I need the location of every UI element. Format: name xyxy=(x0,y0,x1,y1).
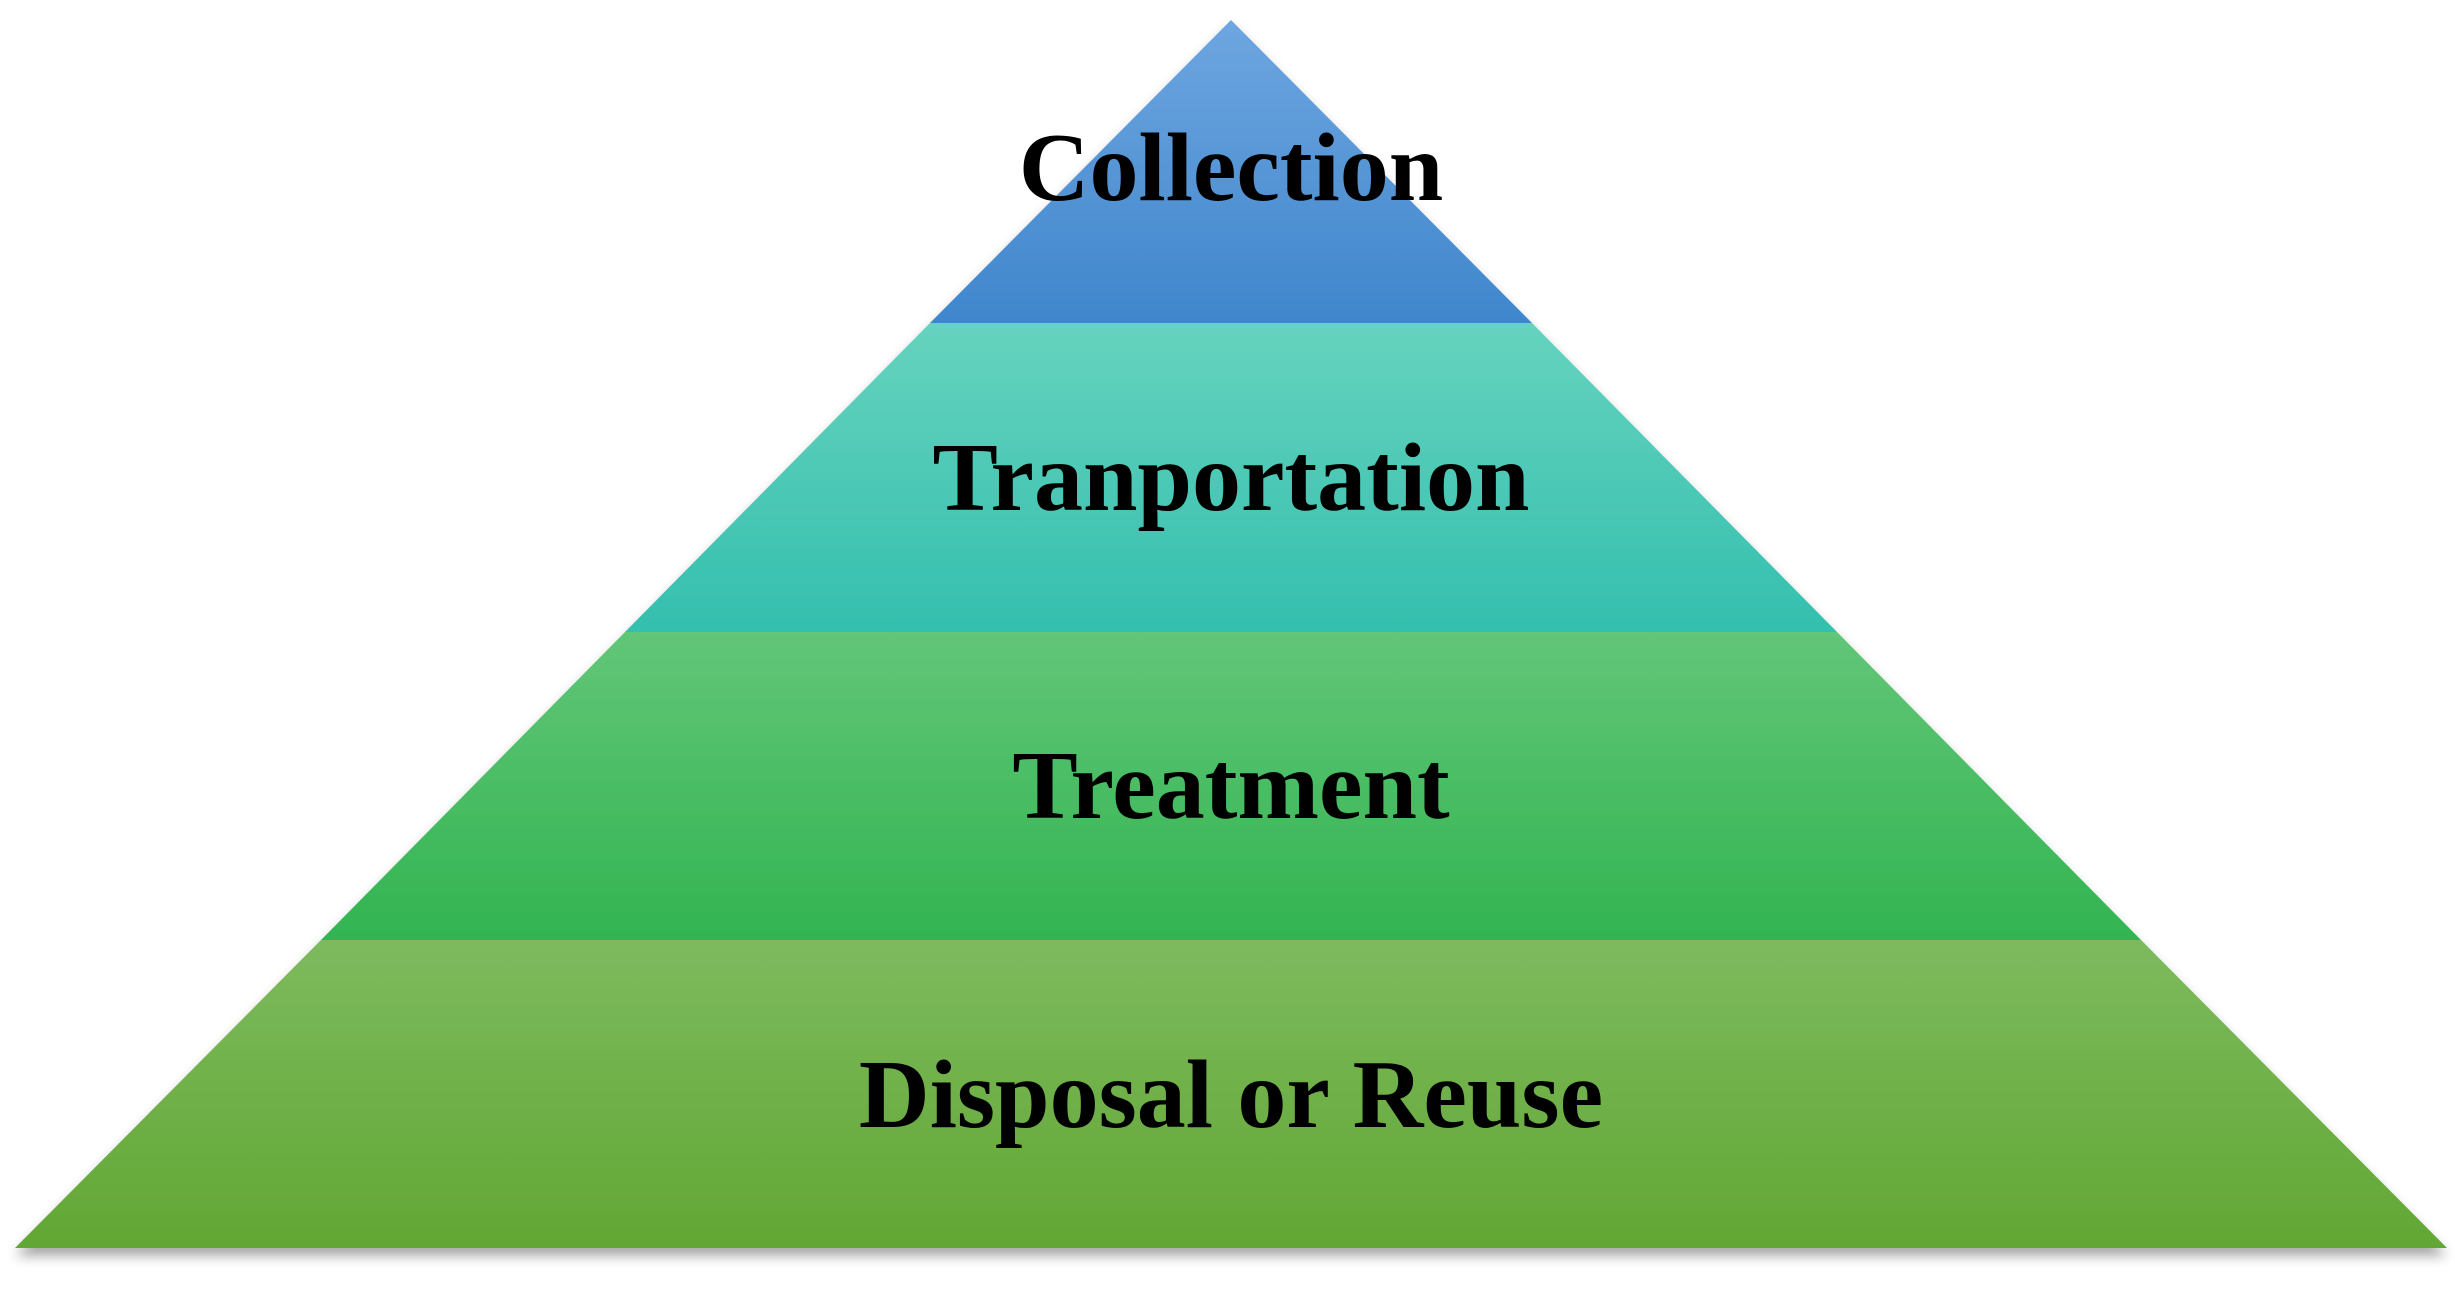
tier-treatment xyxy=(321,632,2141,940)
tier-label-tranportation: Tranportation xyxy=(932,424,1529,532)
tier-tranportation xyxy=(625,323,1837,632)
tier-label-treatment: Treatment xyxy=(1012,732,1450,840)
tier-label-collection: Collection xyxy=(1019,114,1444,222)
tier-collection xyxy=(930,20,1532,323)
tier-disposal-or-reuse xyxy=(15,940,2447,1248)
tier-label-disposal-or-reuse: Disposal or Reuse xyxy=(859,1041,1603,1149)
